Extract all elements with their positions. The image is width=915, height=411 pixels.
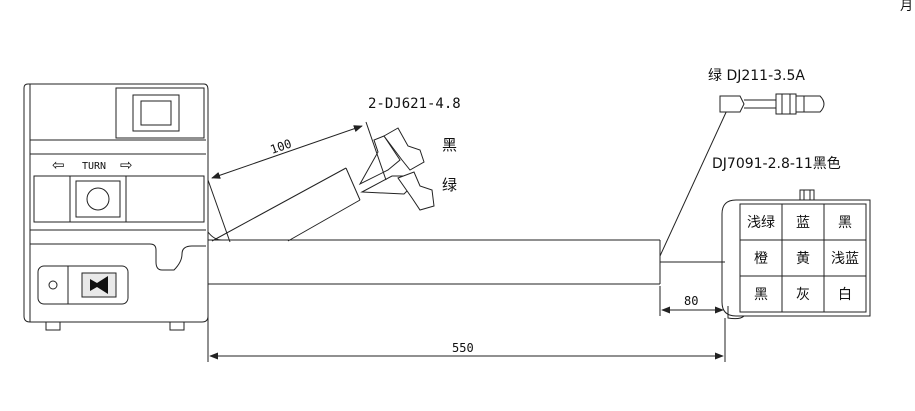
turn-slider-knob xyxy=(69,175,127,223)
wire-color-black: 黑 xyxy=(442,136,457,154)
connector-pin-label: 浅蓝 xyxy=(831,251,859,267)
lead-length-label: 100 xyxy=(268,137,293,157)
connector-pin-label: 黑 xyxy=(754,287,768,303)
horn-icon xyxy=(81,272,117,298)
connector-pin-grid: 浅绿蓝黑橙黄浅蓝黑灰白 xyxy=(747,215,859,303)
main-cable xyxy=(207,231,725,285)
tail-length-label: 80 xyxy=(684,294,698,308)
connector-pin-label: 蓝 xyxy=(796,215,810,231)
top-push-button xyxy=(132,94,180,132)
upper-terminal-label: 2-DJ621-4.8 xyxy=(368,96,461,112)
corner-text: 月 xyxy=(900,0,913,14)
connector-pin-label: 白 xyxy=(838,287,852,303)
switch-housing: ⇦ TURN ⇨ xyxy=(23,83,209,331)
cable-length-label: 550 xyxy=(452,341,474,355)
multi-pin-connector: 浅绿蓝黑橙黄浅蓝黑灰白 xyxy=(721,189,871,320)
black-blade-terminal xyxy=(383,127,425,171)
turn-right-arrow: ⇨ xyxy=(120,156,133,174)
dimension-lines xyxy=(207,286,726,362)
bullet-connector xyxy=(659,93,825,257)
connector-pin-label: 橙 xyxy=(754,251,768,267)
connector-pin-label: 灰 xyxy=(796,287,810,303)
branch-leads xyxy=(207,121,435,243)
connector-label: DJ7091-2.8-11黑色 xyxy=(712,155,841,172)
connector-pin-label: 黑 xyxy=(838,215,852,231)
connector-pin-label: 浅绿 xyxy=(747,215,775,231)
wire-color-green: 绿 xyxy=(442,176,457,194)
bullet-connector-label: 绿 DJ211-3.5A xyxy=(708,68,805,84)
connector-pin-label: 黄 xyxy=(796,250,810,267)
green-blade-terminal xyxy=(397,171,435,211)
turn-label: TURN xyxy=(82,161,106,172)
turn-left-arrow: ⇦ xyxy=(52,156,65,174)
